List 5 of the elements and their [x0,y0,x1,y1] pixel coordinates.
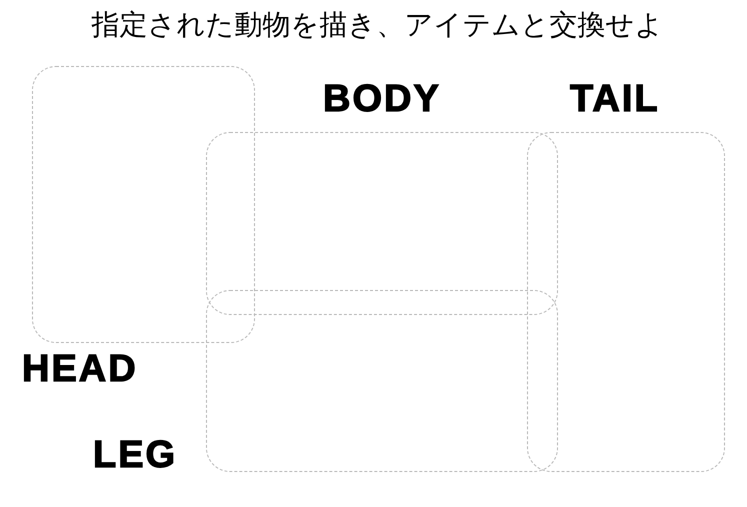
part-label: LEG [93,436,178,474]
part-label: HEAD [22,350,138,388]
title: 指定された動物を描き、アイテムと交換せよ [90,7,664,43]
part-label: TAIL [570,80,660,118]
part-label: BODY [323,80,441,118]
